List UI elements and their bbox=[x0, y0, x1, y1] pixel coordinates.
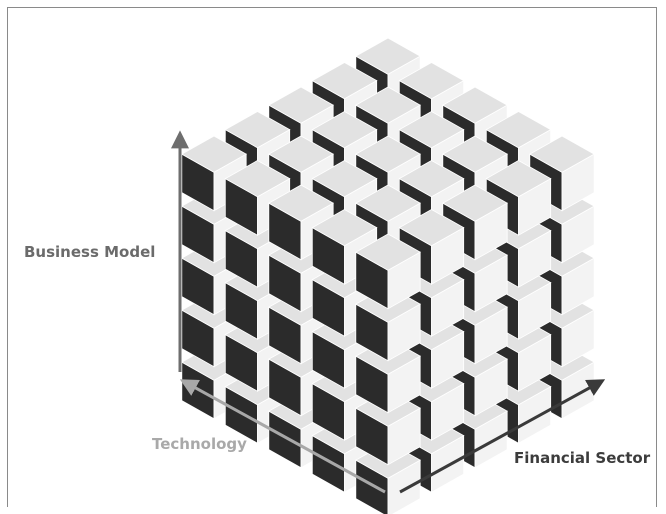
cube-top-face bbox=[441, 184, 509, 222]
cube-top-face bbox=[311, 160, 378, 198]
business-model-label: Business Model bbox=[24, 243, 156, 261]
cube-top-face bbox=[441, 135, 509, 173]
cube-top-face bbox=[354, 233, 422, 271]
cube-top-face bbox=[354, 184, 422, 222]
financial-sector-arrow bbox=[399, 379, 606, 494]
cube-top-face bbox=[311, 111, 378, 149]
cube-top-face bbox=[267, 135, 335, 173]
technology-arrow bbox=[179, 379, 386, 494]
cube-top-face bbox=[354, 86, 422, 124]
cube-top-face bbox=[224, 111, 291, 149]
cube-top-face bbox=[398, 62, 465, 100]
cube-top-face bbox=[354, 135, 422, 173]
cube-top-face bbox=[398, 209, 465, 247]
diagram-frame bbox=[7, 7, 657, 507]
cube-top-face bbox=[180, 135, 248, 173]
cube-top-face bbox=[485, 160, 552, 198]
cube-top-face bbox=[354, 37, 422, 75]
technology-label: Technology bbox=[152, 435, 247, 453]
cube-top-face bbox=[267, 184, 335, 222]
financial-sector-label: Financial Sector bbox=[514, 449, 651, 467]
cube-top-face bbox=[267, 86, 335, 124]
cube-top-face bbox=[441, 86, 509, 124]
cube-group bbox=[180, 37, 596, 514]
cube-top-face bbox=[224, 160, 291, 198]
cube-top-face bbox=[398, 160, 465, 198]
cube-top-face bbox=[311, 209, 378, 247]
cube-top-face bbox=[398, 111, 465, 149]
cube-top-face bbox=[485, 111, 552, 149]
cube-top-face bbox=[528, 135, 596, 173]
cube-top-face bbox=[311, 62, 378, 100]
